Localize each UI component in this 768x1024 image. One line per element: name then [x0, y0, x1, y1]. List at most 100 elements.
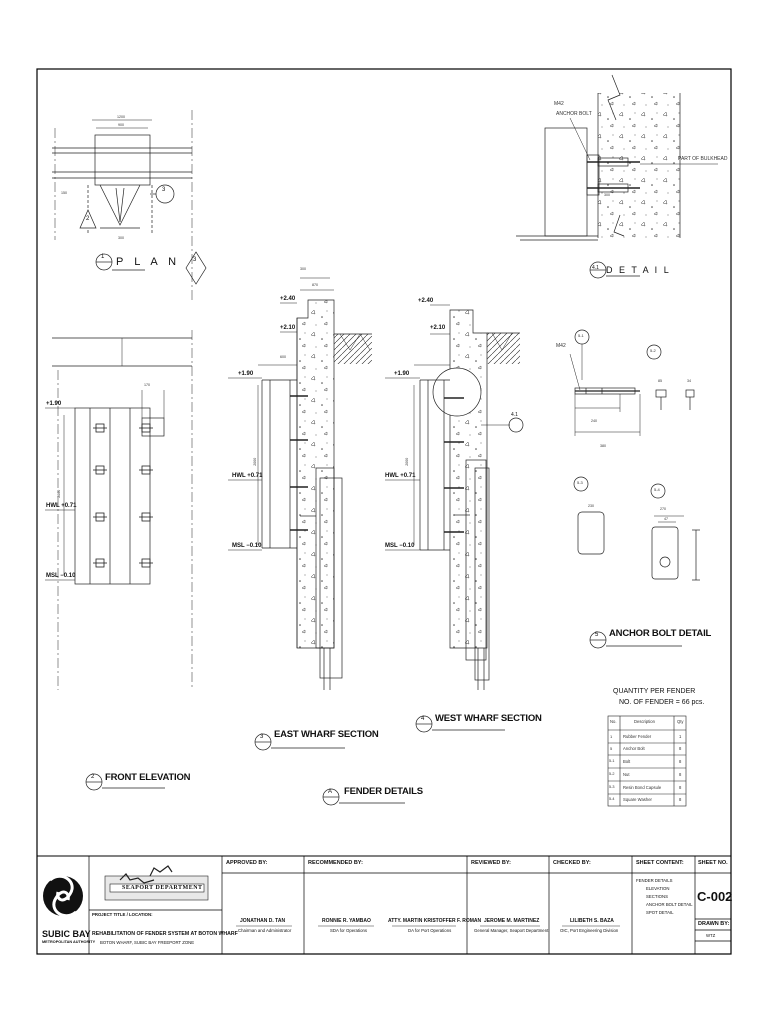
front-dim-170: 170 — [144, 383, 150, 387]
quantity-subtitle: NO. OF FENDER = 66 pcs. — [619, 699, 705, 706]
west-callout: 4.1 — [511, 412, 518, 418]
plan-tag-3b: 3 — [193, 257, 197, 263]
qty-row-no: 5-4 — [609, 797, 615, 801]
reviewed-label: REVIEWED BY: — [471, 860, 511, 866]
recommended-label: RECOMMENDED BY: — [308, 860, 363, 866]
drawn-value: WTZ — [706, 933, 716, 938]
plan-view — [52, 110, 207, 300]
qty-row-desc: Anchor Bolt — [623, 746, 645, 751]
brand-name: SUBIC BAY — [42, 929, 91, 939]
west-number: 4 — [421, 716, 425, 722]
rec1-name: RONNIE R. YAMBAO — [322, 918, 371, 924]
qty-row-no: 5-1 — [609, 759, 615, 763]
west-lvl-210: +2.10 — [430, 325, 446, 331]
qty-row-no: 5-3 — [609, 785, 615, 789]
east-lvl-210: +2.10 — [280, 325, 296, 331]
plan-tag-3: 3 — [162, 187, 166, 193]
anchor-bolt-view — [569, 329, 700, 649]
west-lvl-190: +1.90 — [394, 371, 410, 377]
west-title: WEST WHARF SECTION — [435, 713, 542, 724]
bolt-number: 5 — [595, 632, 599, 638]
front-title: FRONT ELEVATION — [105, 772, 191, 783]
east-dim-600: 600 — [280, 355, 286, 359]
content-label: SHEET CONTENT: — [636, 860, 684, 866]
west-section-view — [385, 304, 524, 733]
front-bolts — [93, 423, 153, 568]
qty-header-no: No. — [610, 719, 617, 724]
bolt-tag-2: 5-2 — [650, 348, 656, 353]
east-title: EAST WHARF SECTION — [274, 729, 379, 740]
qty-row-qty: 8 — [679, 746, 682, 751]
bolt-dim-380: 380 — [600, 444, 606, 448]
quantity-title: QUANTITY PER FENDER — [613, 688, 696, 695]
west-hwl: HWL +0.71 — [385, 473, 416, 479]
detail-bulkhead: PART OF BULKHEAD — [678, 156, 728, 162]
bolt-m42: M42 — [556, 343, 566, 349]
front-elevation-view — [45, 330, 193, 791]
bolt-tag-1: 5-1 — [578, 333, 584, 338]
subic-bay-logo — [43, 874, 83, 918]
plan-title: P L A N — [116, 256, 181, 268]
qty-row-no: 1 — [610, 734, 613, 739]
reviewed-role: General Manager, Seaport Department — [474, 928, 549, 933]
sheet-number: C-002 — [697, 889, 733, 904]
dept-name: SEAPORT DEPARTMENT — [122, 885, 203, 891]
east-dim-2000: 2000 — [253, 457, 258, 466]
qty-row-no: 5-2 — [609, 772, 615, 776]
front-hwl: HWL +0.71 — [46, 503, 77, 509]
reviewed-name: JEROME M. MARTINEZ — [484, 918, 540, 924]
quantity-table-grid — [607, 715, 687, 807]
east-dim-300: 300 — [300, 267, 306, 271]
approved-name: JONATHAN D. TAN — [240, 918, 286, 924]
rec1-role: SDA for Operations — [330, 928, 368, 933]
fender-details-title: FENDER DETAILS — [344, 786, 423, 797]
qty-row-desc: Nut — [623, 772, 630, 777]
east-lvl-190: +1.90 — [238, 371, 254, 377]
plan-dim-300: 300 — [118, 236, 124, 240]
fender-details-number: A — [328, 789, 333, 795]
qty-row-qty: 8 — [679, 772, 682, 777]
qty-row-qty: 8 — [679, 785, 682, 790]
content-item: SECTIONS — [646, 894, 668, 899]
plan-dim-1200: 1200 — [117, 115, 125, 119]
approved-label: APPROVED BY: — [226, 860, 268, 866]
east-msl: MSL −0.10 — [232, 543, 262, 549]
detail-41-view — [516, 74, 718, 279]
seaport-logo — [104, 865, 209, 901]
qty-row-qty: 8 — [679, 797, 682, 802]
east-number: 3 — [260, 734, 264, 740]
rec2-role: DA for Port Operations — [408, 928, 452, 933]
qty-row-qty: 8 — [679, 759, 682, 764]
bolt-dim-230: 230 — [588, 504, 594, 508]
east-dim-870: 870 — [312, 283, 318, 287]
detail-anchor-bolt: ANCHOR BOLT — [556, 111, 592, 117]
plan-number: 1 — [101, 254, 105, 260]
content-item: SPOT DETAIL — [646, 910, 674, 915]
content-item: ANCHOR BOLT DETAIL — [646, 902, 693, 907]
detail-m42: M42 — [554, 101, 564, 107]
approved-role: Chairman and Administrator — [238, 928, 292, 933]
west-msl: MSL −0.10 — [385, 543, 415, 549]
project-location: BOTON WHARF, SUBIC BAY FREEPORT ZONE — [100, 940, 195, 945]
west-dim-2000: 2000 — [405, 457, 410, 466]
east-section-view — [228, 277, 372, 751]
west-lvl-240: +2.40 — [418, 298, 434, 304]
project-title: REHABILITATION OF FENDER SYSTEM AT BOTON… — [92, 931, 238, 937]
bolt-dim-270: 270 — [660, 507, 666, 511]
qty-row-desc: Bolt — [623, 759, 631, 764]
rec2-name: ATTY. MARTIN KRISTOFFER F. ROMAN — [388, 918, 482, 924]
bolt-dim-85: 85 — [658, 379, 662, 383]
qty-row-desc: Resin Bond Capsule — [623, 785, 662, 790]
detail-title: D E T A I L — [606, 265, 671, 275]
sheet-label: SHEET NO. — [698, 860, 728, 866]
checked-role: OIC, Port Engineering Division — [560, 928, 619, 933]
checked-label: CHECKED BY: — [553, 860, 591, 866]
plan-tag-2: 2 — [86, 216, 90, 222]
east-lvl-240: +2.40 — [280, 296, 296, 302]
east-hwl: HWL +0.71 — [232, 473, 263, 479]
checked-name: LILIBETH S. BAZA — [570, 918, 614, 924]
detail-number: 4.1 — [592, 265, 599, 271]
project-label: PROJECT TITLE / LOCATION: — [92, 912, 153, 917]
